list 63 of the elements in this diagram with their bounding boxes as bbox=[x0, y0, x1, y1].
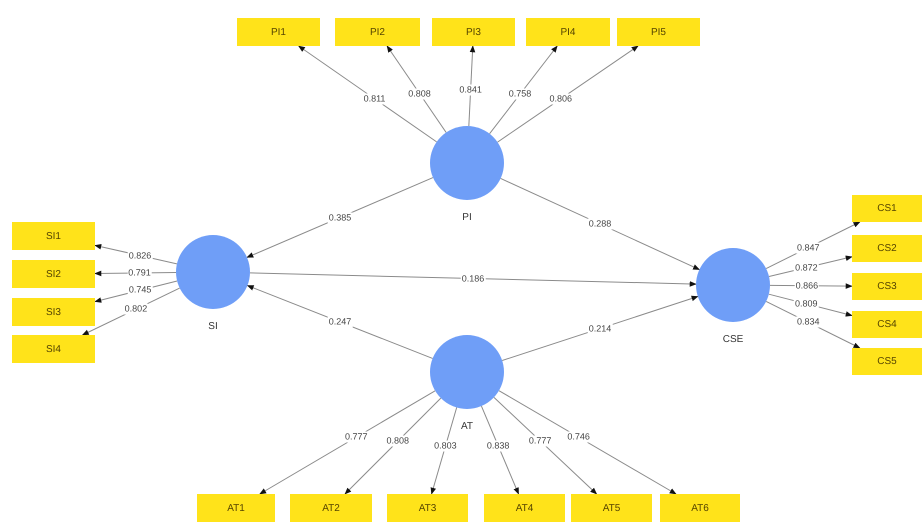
edge-label: 0.866 bbox=[794, 280, 820, 292]
edge-label: 0.808 bbox=[385, 436, 410, 447]
indicator-box: AT1 bbox=[197, 494, 275, 522]
arrow bbox=[344, 398, 442, 494]
edge-label: 0.186 bbox=[460, 273, 486, 284]
indicator-box: SI3 bbox=[12, 298, 95, 326]
construct-label: AT bbox=[460, 421, 474, 432]
arrow bbox=[386, 45, 447, 133]
indicator-box: PI5 bbox=[617, 18, 700, 46]
construct-label: PI bbox=[462, 212, 472, 223]
edge-label: 0.826 bbox=[128, 250, 152, 262]
edge-label: 0.834 bbox=[796, 316, 821, 328]
latent-variable-circle bbox=[430, 126, 504, 200]
indicator-box: CS2 bbox=[852, 235, 922, 262]
indicator-box: CS5 bbox=[852, 348, 922, 375]
arrow bbox=[489, 45, 558, 134]
indicator-box: CS3 bbox=[852, 273, 922, 300]
edge-label: 0.847 bbox=[796, 242, 821, 254]
indicator-box: AT2 bbox=[290, 494, 372, 522]
edge-label: 0.791 bbox=[127, 267, 152, 278]
edge-label: 0.802 bbox=[124, 304, 148, 315]
edge-label: 0.803 bbox=[433, 440, 458, 452]
edge-label: 0.841 bbox=[458, 84, 483, 96]
edge-label: 0.777 bbox=[528, 435, 552, 446]
arrow bbox=[497, 46, 639, 143]
indicator-box: CS4 bbox=[852, 311, 922, 338]
indicator-box: SI1 bbox=[12, 222, 95, 250]
edge-label: 0.808 bbox=[407, 88, 432, 100]
indicator-box: AT6 bbox=[660, 494, 740, 522]
arrow bbox=[480, 406, 520, 495]
indicator-box: PI1 bbox=[237, 18, 320, 46]
edge-label: 0.811 bbox=[362, 93, 386, 104]
edge-label: 0.214 bbox=[588, 323, 612, 334]
indicator-box: SI4 bbox=[12, 335, 95, 363]
arrow bbox=[430, 407, 458, 495]
edge-label: 0.777 bbox=[344, 432, 368, 443]
indicator-box: AT3 bbox=[387, 494, 468, 522]
edge-label: 0.806 bbox=[548, 93, 574, 104]
indicator-box: SI2 bbox=[12, 260, 95, 288]
arrow bbox=[500, 178, 700, 270]
indicator-box: AT4 bbox=[484, 494, 565, 522]
edge-label: 0.746 bbox=[566, 432, 591, 443]
edge-label: 0.838 bbox=[486, 440, 510, 452]
arrow bbox=[493, 396, 598, 494]
edge-label: 0.745 bbox=[128, 284, 152, 296]
edge-label: 0.809 bbox=[794, 298, 819, 310]
indicator-box: CS1 bbox=[852, 195, 922, 222]
edge-label: 0.247 bbox=[328, 316, 352, 328]
arrow bbox=[259, 390, 436, 494]
indicator-box: AT5 bbox=[571, 494, 652, 522]
indicator-box: PI4 bbox=[526, 18, 610, 46]
edge-label: 0.872 bbox=[794, 262, 819, 274]
edge-label: 0.288 bbox=[588, 218, 612, 230]
edge-label: 0.385 bbox=[328, 212, 352, 223]
edge-label: 0.758 bbox=[508, 88, 532, 100]
indicator-box: PI2 bbox=[335, 18, 420, 46]
arrow bbox=[498, 390, 677, 494]
arrow bbox=[298, 46, 438, 142]
construct-label: SI bbox=[208, 321, 218, 332]
latent-variable-circle bbox=[430, 335, 504, 409]
arrow bbox=[250, 272, 697, 287]
construct-label: CSE bbox=[722, 334, 744, 345]
indicator-box: PI3 bbox=[432, 18, 515, 46]
